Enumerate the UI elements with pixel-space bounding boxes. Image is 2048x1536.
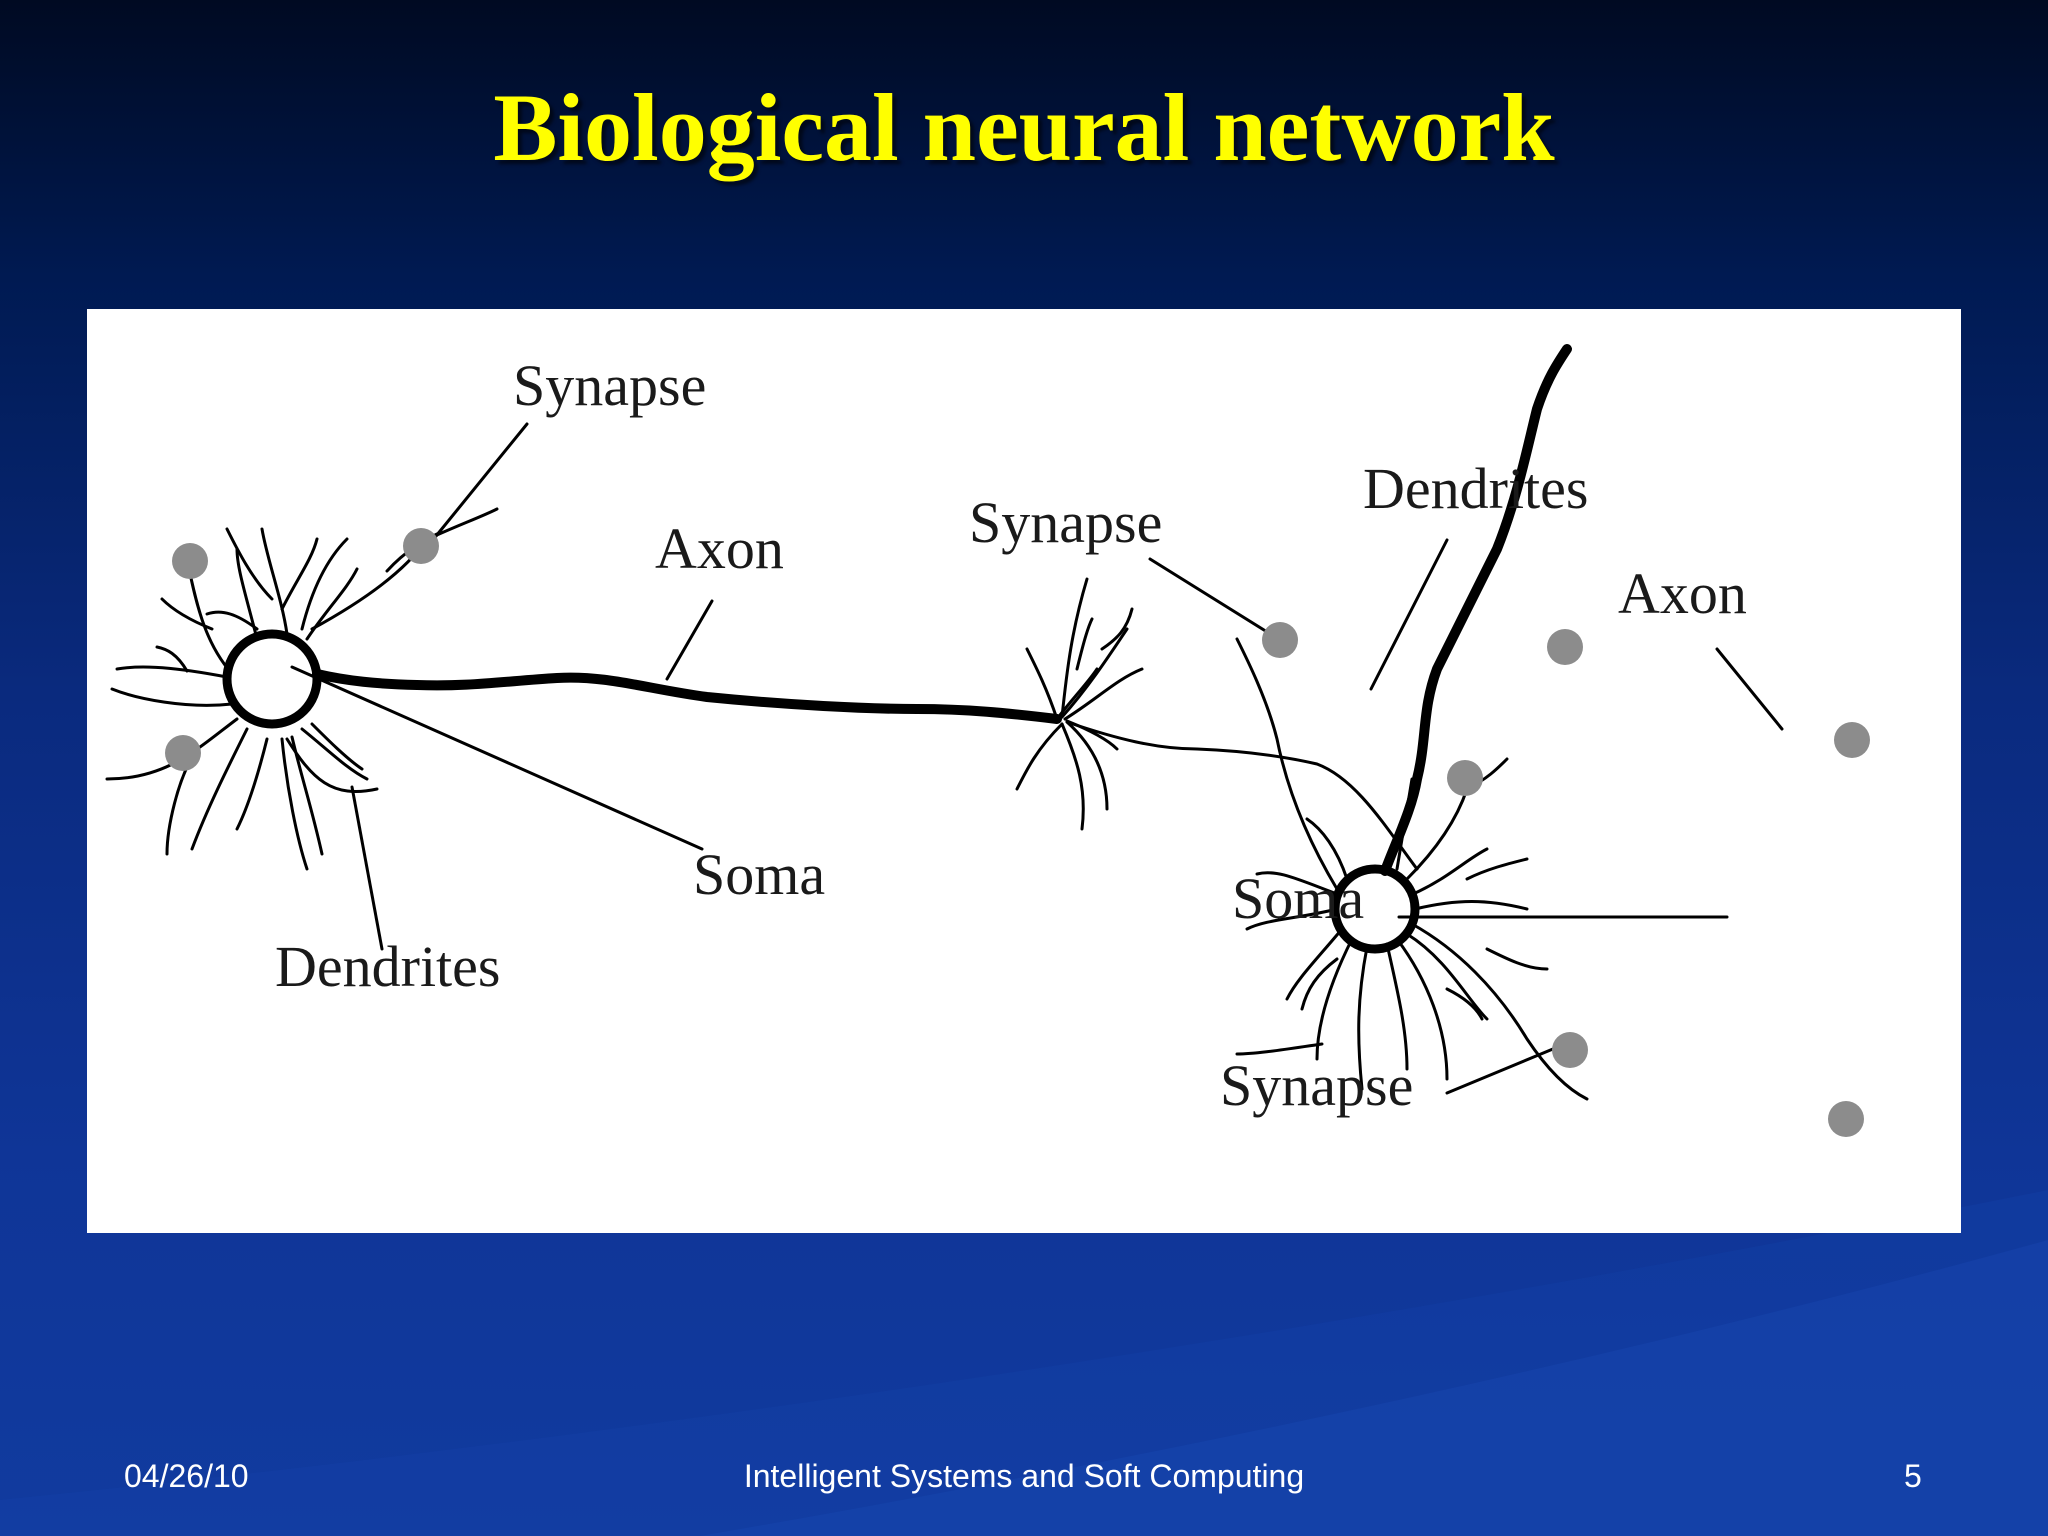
synapse-dot bbox=[1447, 760, 1483, 796]
label-dendrites-mid: Dendrites bbox=[1363, 456, 1589, 521]
label-dendrites-left: Dendrites bbox=[275, 934, 501, 999]
synapse-dot bbox=[1547, 629, 1583, 665]
right-dendrites bbox=[1235, 637, 1589, 1101]
footer-page-number: 5 bbox=[1904, 1458, 1922, 1494]
label-synapse-mid: Synapse bbox=[969, 490, 1162, 555]
synapse-dot bbox=[1834, 722, 1870, 758]
synapse-dot bbox=[1262, 622, 1298, 658]
label-synapse-top: Synapse bbox=[513, 353, 706, 418]
synapse-dot bbox=[1828, 1101, 1864, 1137]
synapse-dots bbox=[165, 528, 1870, 1137]
label-soma-left: Soma bbox=[693, 842, 825, 907]
left-dendrites bbox=[105, 507, 499, 871]
synapse-dot bbox=[172, 543, 208, 579]
neuron-diagram: Synapse Axon Soma Dendrites Synapse Dend… bbox=[87, 309, 1961, 1233]
middle-dendrites bbox=[1015, 577, 1419, 871]
synapse-dot bbox=[165, 735, 201, 771]
label-axon-left: Axon bbox=[655, 516, 784, 581]
footer-date: 04/26/10 bbox=[124, 1458, 249, 1494]
slide-title: Biological neural network bbox=[493, 74, 1555, 181]
label-axon-right: Axon bbox=[1618, 561, 1747, 626]
synapse-dot bbox=[1552, 1032, 1588, 1068]
label-synapse-bottom: Synapse bbox=[1220, 1053, 1413, 1118]
label-soma-right: Soma bbox=[1232, 866, 1364, 931]
footer-title: Intelligent Systems and Soft Computing bbox=[743, 1458, 1305, 1494]
leader-lines bbox=[290, 422, 1784, 1095]
neuron-drawing: Synapse Axon Soma Dendrites Synapse Dend… bbox=[105, 344, 1870, 1137]
right-axon bbox=[1380, 344, 1572, 876]
main-axon bbox=[312, 669, 1062, 724]
synapse-dot bbox=[403, 528, 439, 564]
left-soma bbox=[222, 629, 322, 729]
